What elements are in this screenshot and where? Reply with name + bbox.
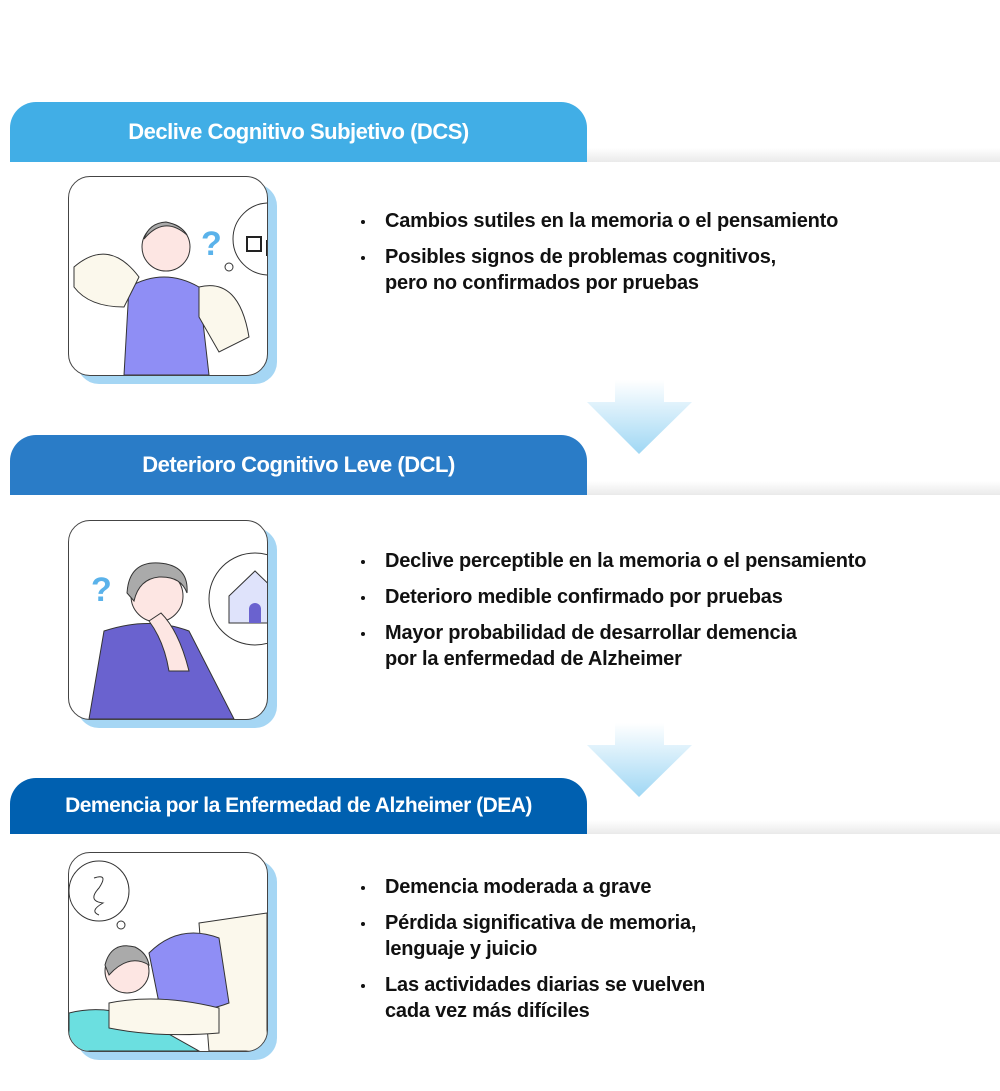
woman-thinking-house-icon: ?: [68, 520, 277, 728]
stage-1-bullets: Cambios sutiles en la memoria o el pensa…: [358, 208, 838, 306]
bullet: Deterioro medible confirmado por pruebas: [358, 584, 866, 610]
person-in-bed-icon: [68, 852, 277, 1060]
bullet: Pérdida significativa de memoria, lengua…: [358, 910, 705, 962]
arrow-down-icon: [587, 723, 692, 797]
divider: [587, 820, 1000, 834]
arrow-down-icon: [587, 380, 692, 454]
stage-2-title: Deterioro Cognitivo Leve (DCL): [142, 452, 455, 477]
bullet: Demencia moderada a grave: [358, 874, 705, 900]
bullet: Mayor probabilidad de desarrollar demenc…: [358, 620, 866, 672]
stage-3-bullets: Demencia moderada a grave Pérdida signif…: [358, 874, 705, 1034]
bullet: Declive perceptible en la memoria o el p…: [358, 548, 866, 574]
svg-text:?: ?: [201, 225, 222, 263]
stage-3-header: Demencia por la Enfermedad de Alzheimer …: [10, 778, 587, 834]
stage-1-header: Declive Cognitivo Subjetivo (DCS): [10, 102, 587, 162]
bullet: Posibles signos de problemas cognitivos,…: [358, 244, 838, 296]
stage-2-bullets: Declive perceptible en la memoria o el p…: [358, 548, 866, 682]
confused-man-glasses-icon: ?: [68, 176, 277, 384]
divider: [587, 481, 1000, 495]
divider: [587, 148, 1000, 162]
stage-3-title: Demencia por la Enfermedad de Alzheimer …: [65, 794, 532, 817]
svg-text:?: ?: [91, 571, 112, 609]
bullet: Cambios sutiles en la memoria o el pensa…: [358, 208, 838, 234]
bullet: Las actividades diarias se vuelven cada …: [358, 972, 705, 1024]
stage-2-header: Deterioro Cognitivo Leve (DCL): [10, 435, 587, 495]
stage-1-title: Declive Cognitivo Subjetivo (DCS): [128, 119, 469, 144]
